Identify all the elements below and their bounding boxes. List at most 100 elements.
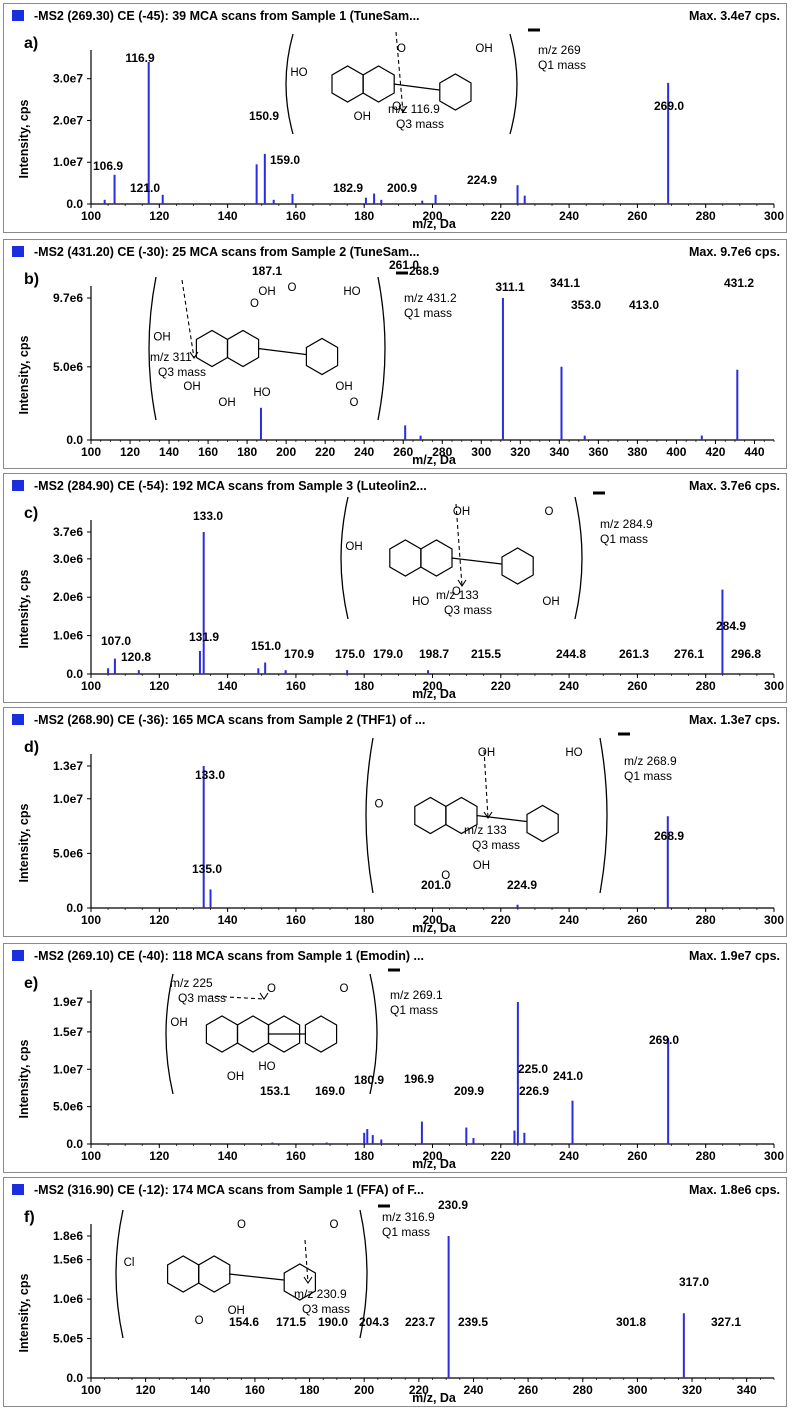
x-axis-label: m/z, Da	[412, 1157, 457, 1171]
fragmentation-arrow-icon	[483, 811, 493, 819]
panel-label: f)	[24, 1209, 35, 1226]
peak-label: 175.0	[335, 647, 365, 661]
x-tick-label: 280	[696, 1149, 716, 1163]
x-tick-label: 200	[422, 209, 442, 223]
structure-atom-label: O	[250, 298, 259, 310]
fragmentation-cut-line	[395, 31, 404, 113]
fragment-mz-label: m/z 225	[170, 976, 213, 990]
structure-atom-label: O	[441, 870, 450, 882]
y-tick-label: 3.7e6	[53, 525, 83, 539]
structure-atom-label: OH	[227, 1071, 244, 1083]
x-tick-label: 140	[218, 679, 238, 693]
structure-ring	[236, 1015, 270, 1053]
x-tick-label: 260	[627, 913, 647, 927]
spectrum-panel: -MS2 (316.90) CE (-12): 174 MCA scans fr…	[3, 1177, 787, 1407]
fragmentation-cut-line	[208, 995, 265, 1000]
peak-label: 296.8	[731, 647, 761, 661]
precursor-q1-label: Q1 mass	[624, 769, 672, 783]
max-intensity-label: Max. 3.7e6 cps.	[689, 479, 780, 493]
x-tick-label: 120	[149, 1149, 169, 1163]
spectrum-plot: -MS2 (269.10) CE (-40): 118 MCA scans fr…	[12, 949, 784, 1171]
panel-menu-icon[interactable]	[12, 714, 24, 725]
structure-atom-label: OH	[183, 381, 200, 393]
x-tick-label: 180	[237, 445, 257, 459]
y-tick-label: 2.0e7	[53, 113, 83, 127]
precursor-q1-label: Q1 mass	[404, 306, 452, 320]
spectrum-plot: -MS2 (431.20) CE (-30): 25 MCA scans fro…	[12, 245, 780, 467]
peak-label: 311.1	[495, 280, 525, 294]
y-axis-label: Intensity, cps	[17, 1039, 31, 1118]
max-intensity-label: Max. 1.9e7 cps.	[689, 949, 780, 963]
panel-menu-icon[interactable]	[12, 950, 24, 961]
peak-label: 107.0	[101, 634, 131, 648]
fragment-mz-label: m/z 230.9	[294, 1287, 347, 1301]
x-tick-label: 160	[198, 445, 218, 459]
x-tick-label: 160	[286, 209, 306, 223]
structure-ring	[445, 796, 478, 835]
x-axis-label: m/z, Da	[412, 453, 457, 467]
peak-label: 223.7	[405, 1315, 435, 1329]
structure-atom-label: OH	[218, 397, 235, 409]
x-tick-label: 220	[491, 1149, 511, 1163]
peak-label: 317.0	[679, 1275, 709, 1289]
x-tick-label: 200	[422, 679, 442, 693]
precursor-q1-label: Q1 mass	[600, 532, 648, 546]
x-tick-label: 240	[354, 445, 374, 459]
structure-bond	[229, 1273, 284, 1281]
fragment-q3-label: Q3 mass	[158, 365, 206, 379]
max-intensity-label: Max. 1.3e7 cps.	[689, 713, 780, 727]
x-tick-label: 160	[286, 1149, 306, 1163]
peak-label: 239.5	[458, 1315, 488, 1329]
max-intensity-label: Max. 9.7e6 cps.	[689, 245, 780, 259]
peak-label: 225.0	[518, 1062, 548, 1076]
y-tick-label: 1.0e6	[53, 629, 83, 643]
x-tick-label: 160	[286, 913, 306, 927]
x-tick-label: 100	[81, 679, 101, 693]
x-axis-label: m/z, Da	[412, 217, 457, 231]
x-tick-label: 260	[627, 1149, 647, 1163]
peak-label: 244.8	[556, 647, 586, 661]
fragment-mz-label: m/z 311	[150, 350, 192, 364]
panel-label: e)	[24, 975, 38, 992]
peak-label: 187.1	[252, 264, 282, 278]
y-tick-label: 0.0	[66, 901, 83, 915]
structure-atom-label: HO	[258, 1061, 275, 1073]
peak-label: 154.6	[229, 1315, 259, 1329]
panel-menu-icon[interactable]	[12, 246, 24, 257]
y-tick-label: 1.9e7	[53, 995, 83, 1009]
precursor-mz-label: m/z 269	[538, 43, 581, 57]
spectrum-header: -MS2 (316.90) CE (-12): 174 MCA scans fr…	[34, 1183, 424, 1197]
x-tick-label: 200	[276, 445, 296, 459]
peak-label: 261.0	[389, 258, 419, 272]
spectrum-header: -MS2 (431.20) CE (-30): 25 MCA scans fro…	[34, 245, 420, 259]
x-tick-label: 260	[393, 445, 413, 459]
structure-atom-label: HO	[565, 747, 582, 759]
x-tick-label: 200	[354, 1383, 374, 1397]
panel-menu-icon[interactable]	[12, 480, 24, 491]
y-tick-label: 0.0	[66, 1371, 83, 1385]
fragmentation-arrow-icon	[189, 351, 199, 359]
spectrum-plot: -MS2 (284.90) CE (-54): 192 MCA scans fr…	[12, 479, 784, 701]
peak-label: 190.0	[318, 1315, 348, 1329]
y-tick-label: 1.8e6	[53, 1229, 83, 1243]
x-tick-label: 200	[422, 1149, 442, 1163]
peak-label: 261.3	[619, 647, 649, 661]
peak-label: 150.9	[249, 109, 279, 123]
x-tick-label: 160	[245, 1383, 265, 1397]
y-tick-label: 5.0e6	[53, 846, 83, 860]
x-tick-label: 300	[627, 1383, 647, 1397]
fragment-q3-label: Q3 mass	[444, 603, 492, 617]
fragmentation-cut-line	[181, 279, 195, 359]
x-tick-label: 100	[81, 445, 101, 459]
panel-menu-icon[interactable]	[12, 1184, 24, 1195]
peak-label: 269.0	[649, 1033, 679, 1047]
peak-label: 230.9	[438, 1198, 468, 1212]
structure-ring	[167, 1255, 200, 1293]
panel-menu-icon[interactable]	[12, 10, 24, 21]
peak-label: 169.0	[315, 1084, 345, 1098]
structure-atom-label: HO	[290, 67, 307, 79]
structure-ring	[414, 796, 447, 835]
structure-atom-label: HO	[412, 596, 429, 608]
structure-ring	[439, 73, 472, 111]
precursor-mz-label: m/z 284.9	[600, 517, 653, 531]
